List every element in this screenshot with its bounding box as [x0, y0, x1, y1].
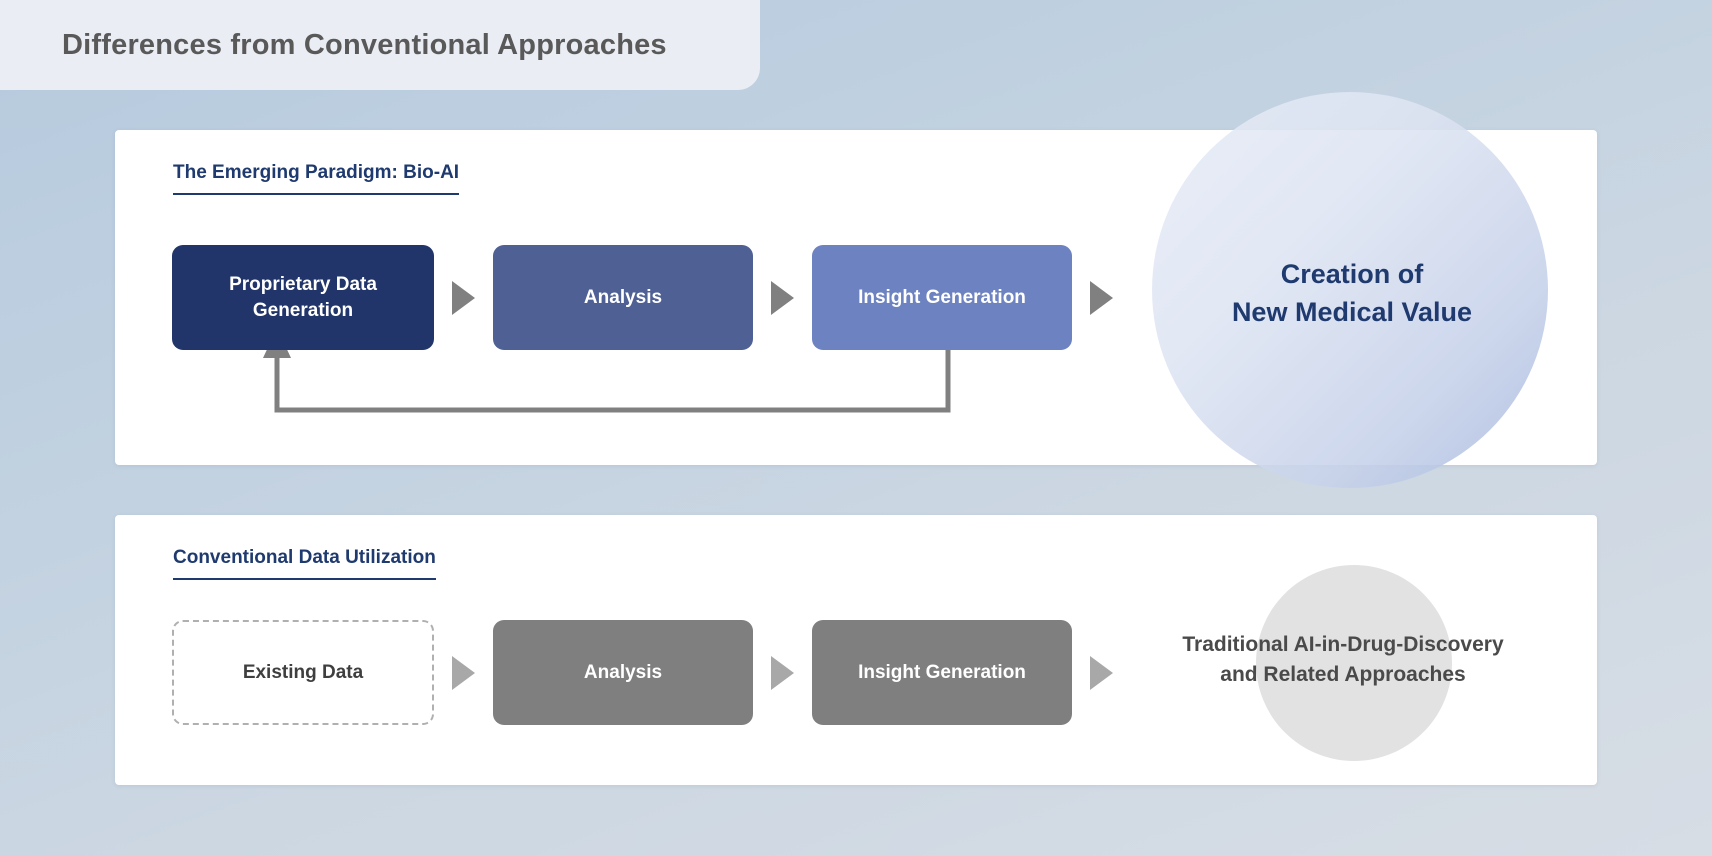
- node-label: Insight Generation: [858, 661, 1026, 683]
- node-analysis[interactable]: Analysis: [493, 245, 753, 350]
- result-circle-blue: [1152, 92, 1548, 488]
- node-proprietary-data-generation[interactable]: Proprietary Data Generation: [172, 245, 434, 350]
- flow-emerging: Proprietary Data Generation Analysis Ins…: [172, 245, 1131, 350]
- triangle-right-icon-1: [452, 280, 475, 315]
- node-label: Proprietary Data Generation: [229, 273, 377, 321]
- node-label: Existing Data: [242, 661, 364, 683]
- triangle-right-icon-5: [771, 655, 794, 690]
- result-circle-gray: [1256, 565, 1452, 761]
- triangle-right-icon-3: [1090, 280, 1113, 315]
- section-heading-conventional: Conventional Data Utilization: [173, 547, 436, 580]
- node-label: Analysis: [583, 286, 663, 308]
- node-label: Analysis: [583, 661, 663, 683]
- triangle-right-icon-2: [771, 280, 794, 315]
- node-insight-generation[interactable]: Insight Generation: [812, 245, 1072, 350]
- triangle-right-icon-6: [1090, 655, 1113, 690]
- node-insight-generation-conventional[interactable]: Insight Generation: [812, 620, 1072, 725]
- result-label-traditional-approaches: Traditional AI-in-Drug-Discovery and Rel…: [1182, 633, 1504, 686]
- section-heading-emerging: The Emerging Paradigm: Bio-AI: [173, 162, 460, 195]
- triangle-right-icon-4: [452, 655, 475, 690]
- flow-conventional: Existing Data Analysis Insight Generatio…: [172, 620, 1131, 725]
- page-title: Differences from Conventional Approaches: [62, 28, 667, 61]
- result-label-new-medical-value: Creation of New Medical Value: [1231, 259, 1473, 328]
- node-analysis-conventional[interactable]: Analysis: [493, 620, 753, 725]
- node-label: Insight Generation: [858, 286, 1026, 308]
- node-existing-data[interactable]: Existing Data: [172, 620, 434, 725]
- page-title-tab: Differences from Conventional Approaches: [0, 0, 760, 90]
